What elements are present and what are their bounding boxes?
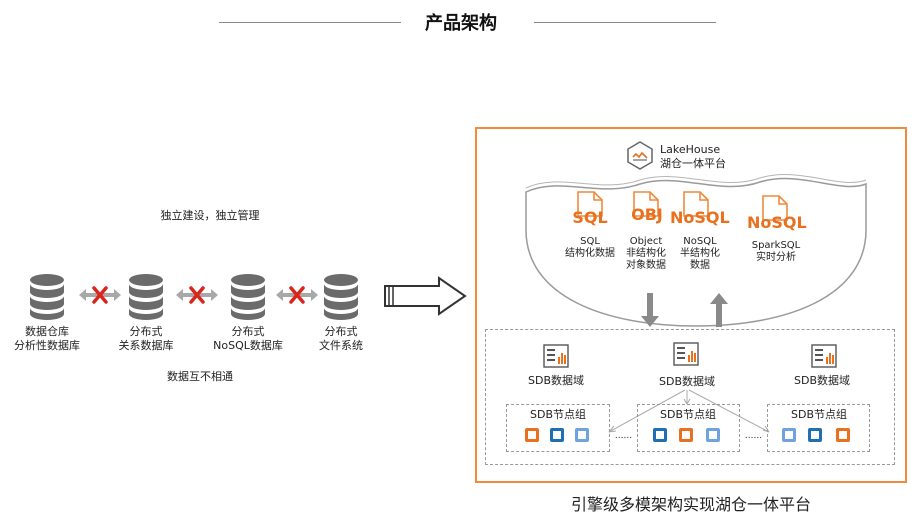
- store-label: 数据仓库分析性数据库: [14, 325, 80, 352]
- file-icon: [577, 191, 603, 217]
- domain-connector-lines: [608, 389, 770, 433]
- node-orange: [679, 428, 693, 442]
- database-icon: [231, 274, 265, 320]
- node-blue: [550, 428, 564, 442]
- database-icon: [30, 274, 64, 320]
- sparksql-format-label: NoSQL: [747, 213, 807, 232]
- database-icon: [324, 274, 358, 320]
- store-label: 分布式文件系统: [319, 325, 363, 352]
- down-arrow-icon: [641, 293, 659, 327]
- store-label: 分布式关系数据库: [118, 325, 174, 352]
- sdb-domain-label: SDB数据域: [794, 374, 850, 387]
- lakehouse-logo-icon: [627, 141, 653, 170]
- database-icon: [129, 274, 163, 320]
- file-icon: [633, 191, 659, 217]
- isolation-note: 数据互不相通: [167, 370, 233, 383]
- obj-format-label: OBJ: [631, 205, 663, 224]
- page-title: 产品架构: [425, 13, 497, 34]
- node-orange: [836, 428, 850, 442]
- sdb-server-icon: [543, 344, 569, 368]
- sdb-container: [485, 329, 895, 465]
- independent-note: 独立建设，独立管理: [160, 209, 260, 222]
- title-rule-right: [534, 22, 716, 23]
- blocked-connection-icon: [276, 286, 318, 304]
- sdb-server-icon: [811, 344, 837, 368]
- diagram-caption: 引擎级多模架构实现湖仓一体平台: [570, 495, 811, 514]
- node-lightblue: [782, 428, 796, 442]
- blocked-connection-icon: [176, 286, 218, 304]
- sdb-node-group: [506, 404, 610, 452]
- up-arrow-icon: [710, 293, 728, 327]
- sql-format-label: SQL: [572, 208, 608, 227]
- transition-arrow-icon: [384, 276, 467, 316]
- sdb-group-label: SDB节点组: [660, 408, 716, 421]
- node-blue: [808, 428, 822, 442]
- sdb-domain-label: SDB数据域: [659, 375, 715, 388]
- sdb-domain-label: SDB数据域: [528, 374, 584, 387]
- sdb-node-group: [767, 404, 870, 452]
- blocked-connection-icon: [79, 286, 121, 304]
- nosql-format-label: NoSQL: [670, 208, 730, 227]
- ellipsis: ......: [614, 431, 633, 441]
- node-lightblue: [706, 428, 720, 442]
- sdb-group-label: SDB节点组: [530, 408, 586, 421]
- ellipsis: ......: [744, 431, 763, 441]
- file-icon: [762, 195, 788, 221]
- file-icon: [683, 191, 709, 217]
- sdb-server-icon: [673, 342, 699, 366]
- lakehouse-frame: [475, 127, 907, 483]
- node-blue: [653, 428, 667, 442]
- node-orange: [525, 428, 539, 442]
- title-rule-left: [219, 22, 401, 23]
- sdb-group-label: SDB节点组: [791, 408, 847, 421]
- sdb-node-group: [637, 404, 740, 452]
- node-lightblue: [575, 428, 589, 442]
